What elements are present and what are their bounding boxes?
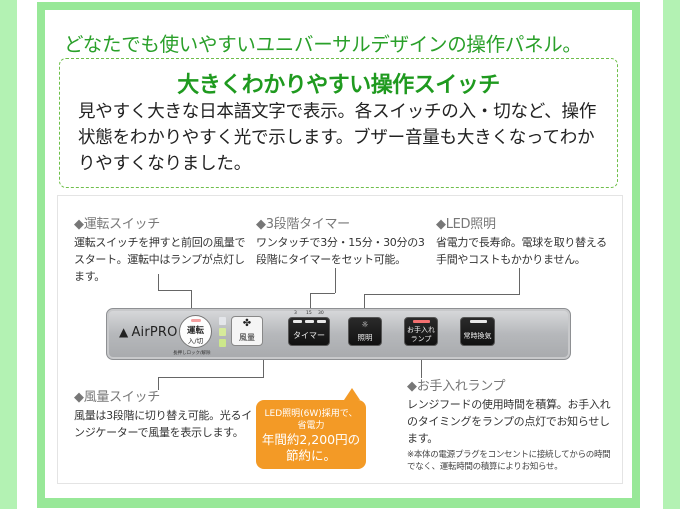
connector-line xyxy=(158,377,159,390)
connector-line xyxy=(158,377,263,378)
power-button[interactable]: 運転 入/切 xyxy=(179,315,212,348)
callout-led-light: ◆LED照明 省電力で長寿命。電球を取り替える手間やコストもかかりません。 xyxy=(436,216,616,268)
callout-maintenance-lamp: ◆お手入れランプ レンジフードの使用時間を積算。お手入れのタイミングをランプの点… xyxy=(407,378,617,473)
connector-line xyxy=(519,268,520,295)
maintenance-sublabel: ランプ xyxy=(410,335,432,343)
light-button[interactable]: ☼ 照明 xyxy=(348,317,382,346)
callout-title: ◆3段階タイマー xyxy=(256,217,350,232)
fan-speed-label: 風量 xyxy=(239,333,255,342)
connector-line xyxy=(364,294,365,316)
timer-tick: 30 xyxy=(318,311,324,316)
connector-line xyxy=(191,290,192,314)
outer-strip-left xyxy=(0,0,17,509)
fan-speed-button[interactable]: ✤ 風量 xyxy=(231,316,263,346)
constant-ventilation-button[interactable]: 常時換気 xyxy=(460,317,495,346)
maintenance-lamp-button[interactable]: お手入れ ランプ xyxy=(404,317,438,346)
fan-icon: ✤ xyxy=(242,318,252,329)
airpro-logo: ▲AirPRO xyxy=(119,325,178,340)
callout-fan-switch: ◆風量スイッチ 風量は3段階に切り替え可能。光るインジケーターで風量を表示します… xyxy=(74,389,254,441)
power-lock-label: 長押しロック/解除 xyxy=(173,351,211,356)
connector-line xyxy=(310,293,311,315)
energy-saving-bubble: LED照明(6W)採用で、 省電力 年間約2,200円の 節約に。 xyxy=(256,388,366,469)
headline: どなたでも使いやすいユニバーサルデザインの操作パネル。 xyxy=(64,33,582,56)
timer-led-3 xyxy=(293,320,302,323)
callout-timer: ◆3段階タイマー ワンタッチで3分・15分・30分の3段階にタイマーをセット可能… xyxy=(256,216,431,268)
maintenance-label: お手入れ xyxy=(407,326,435,334)
callout-text: 風量は3段階に切り替え可能。光るインジケーターで風量を表示します。 xyxy=(74,409,252,439)
ventilation-led xyxy=(470,320,487,323)
callout-text: 省電力で長寿命。電球を取り替える手間やコストもかかりません。 xyxy=(436,236,607,266)
timer-tick: 3 xyxy=(294,311,297,316)
connector-line xyxy=(335,268,336,293)
bubble-highlight: 節約に。 xyxy=(285,448,336,463)
feature-box: 大きくわかりやすい操作スイッチ 見やすく大きな日本語文字で表示。各スイッチの入・… xyxy=(59,58,618,188)
light-label: 照明 xyxy=(357,333,373,342)
timer-led-15 xyxy=(305,320,314,323)
timer-label: タイマー xyxy=(293,331,325,340)
outer-strip-right xyxy=(663,0,680,509)
callout-power-switch: ◆運転スイッチ 運転スイッチを押すと前回の風量でスタート。運転中はランプが点灯し… xyxy=(74,216,249,285)
ventilation-label: 常時換気 xyxy=(463,332,492,340)
timer-led-30 xyxy=(317,320,326,323)
callout-note: ※本体の電源プラグをコンセントに接続してからの時間でなく、運転時間の積算によりお… xyxy=(407,450,611,472)
callout-text: レンジフードの使用時間を積算。お手入れのタイミングをランプの点灯でお知らせします… xyxy=(407,398,611,445)
callout-text: ワンタッチで3分・15分・30分の3段階にタイマーをセット可能。 xyxy=(256,236,425,266)
power-button-sublabel: 入/切 xyxy=(187,337,204,345)
maintenance-led xyxy=(413,320,430,323)
power-led xyxy=(191,319,201,322)
connector-line xyxy=(158,290,191,291)
fan-level-indicator-3 xyxy=(219,317,226,325)
airpro-logo-text: AirPRO xyxy=(131,325,178,340)
power-button-label: 運転 xyxy=(186,326,204,336)
control-panel-diagram: ◆運転スイッチ 運転スイッチを押すと前回の風量でスタート。運転中はランプが点灯し… xyxy=(57,195,623,484)
connector-line xyxy=(310,293,335,294)
connector-line xyxy=(421,358,422,378)
feature-text: 見やすく大きな日本語文字で表示。各スイッチの入・切など、操作状態をわかりやすく光… xyxy=(78,102,597,174)
bubble-line: 省電力 xyxy=(297,421,325,431)
bubble-line: LED照明(6W)採用で、 xyxy=(264,409,358,419)
fan-level-indicator-2 xyxy=(219,328,226,336)
light-icon: ☼ xyxy=(361,320,369,329)
callout-title: ◆運転スイッチ xyxy=(74,217,160,232)
timer-tick: 15 xyxy=(306,311,312,316)
callout-text: 運転スイッチを押すと前回の風量でスタート。運転中はランプが点灯します。 xyxy=(74,236,246,283)
callout-title: ◆風量スイッチ xyxy=(74,390,160,405)
feature-title: 大きくわかりやすい操作スイッチ xyxy=(177,73,500,98)
connector-line xyxy=(263,356,264,378)
timer-button[interactable]: タイマー xyxy=(288,317,330,346)
callout-title: ◆お手入れランプ xyxy=(407,379,506,394)
fan-level-indicator-1 xyxy=(219,339,226,347)
content-area: どなたでも使いやすいユニバーサルデザインの操作パネル。 大きくわかりやすい操作ス… xyxy=(45,10,632,498)
control-panel: ▲AirPRO 運転 入/切 長押しロック/解除 ✤ 風量 3 15 30 xyxy=(106,308,571,360)
connector-line xyxy=(364,294,520,295)
connector-line xyxy=(158,274,159,290)
airpro-logo-mark-icon: ▲ xyxy=(119,325,129,339)
callout-title: ◆LED照明 xyxy=(436,217,496,232)
bubble-highlight: 年間約2,200円の xyxy=(261,432,361,447)
